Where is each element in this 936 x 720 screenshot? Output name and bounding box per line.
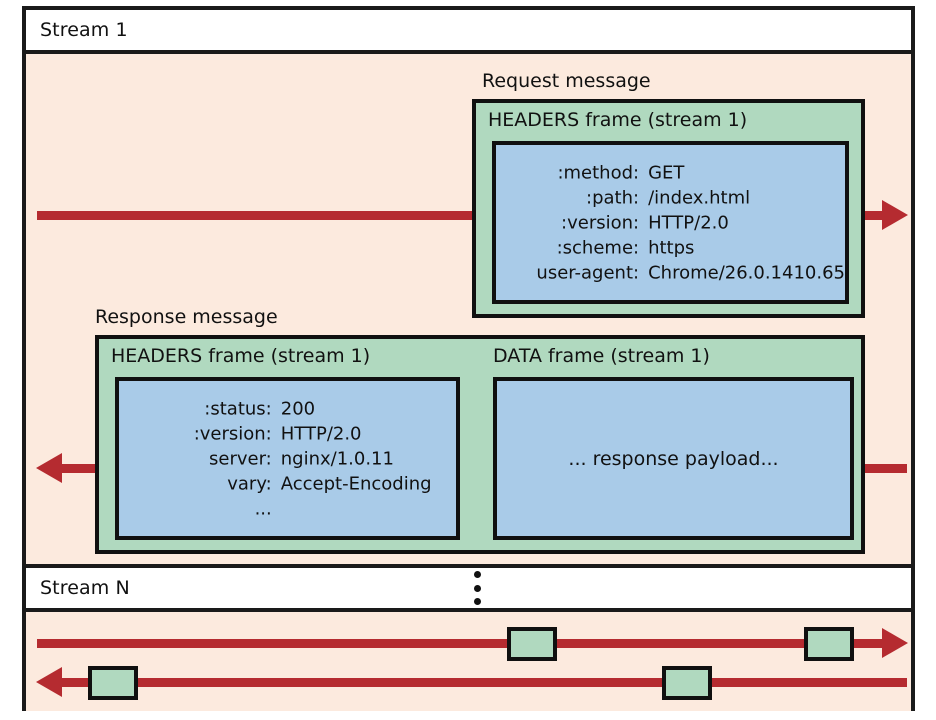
response-flow-arrowhead-icon: [36, 453, 62, 483]
response-data-frame-title: DATA frame (stream 1): [493, 345, 710, 367]
request-headers-table: :method: GET :path: /index.html :version…: [496, 160, 845, 285]
request-message-label: Request message: [482, 70, 651, 92]
header-value: HTTP/2.0: [648, 211, 729, 233]
stream-n-label: Stream N: [40, 577, 130, 599]
header-value: Accept-Encoding: [280, 473, 432, 495]
stream-1-label: Stream 1: [40, 19, 128, 41]
header-value: 200: [280, 397, 316, 419]
header-key: :path:: [586, 186, 640, 208]
stream-1-label-band: Stream 1: [26, 10, 911, 54]
header-value: /index.html: [648, 186, 751, 208]
table-row: :method: GET: [496, 160, 845, 185]
stream-n-content-band: [26, 612, 911, 711]
header-value: HTTP/2.0: [280, 422, 362, 444]
header-key: :scheme:: [556, 237, 640, 259]
table-row: ...: [119, 496, 456, 521]
response-headers-frame-title: HEADERS frame (stream 1): [111, 345, 371, 367]
stream-n-frame-chip-inbound-2: [662, 666, 712, 700]
table-row: :version: HTTP/2.0: [119, 421, 456, 446]
stream-n-outbound-arrowhead-icon: [882, 628, 908, 658]
request-flow-arrowhead-icon: [882, 200, 908, 230]
header-value: GET: [648, 161, 685, 183]
table-row: :status: 200: [119, 396, 456, 421]
table-row: server: nginx/1.0.11: [119, 446, 456, 471]
diagram-outer-frame: Stream 1 Request message HEADERS frame (…: [22, 6, 915, 711]
stream-n-inbound-arrowhead-icon: [36, 667, 62, 697]
stream-n-frame-chip-outbound-2: [804, 627, 854, 661]
vertical-ellipsis-icon: [474, 571, 481, 605]
request-headers-frame-title: HEADERS frame (stream 1): [488, 109, 748, 131]
stream-n-inbound-line: [62, 678, 907, 687]
table-row: :version: HTTP/2.0: [496, 210, 845, 235]
request-headers-table-body: :method: GET :path: /index.html :version…: [496, 160, 845, 285]
request-headers-frame: HEADERS frame (stream 1) :method: GET :p…: [472, 99, 865, 318]
header-key: :status:: [204, 397, 272, 419]
stream-n-frame-chip-inbound-1: [88, 666, 138, 700]
stream-n-frame-chip-outbound-1: [507, 627, 557, 661]
header-key: ...: [254, 498, 272, 520]
response-headers-payload-box: :status: 200 :version: HTTP/2.0 server: …: [115, 377, 460, 540]
header-value: [281, 496, 456, 521]
stream-n-outbound-line: [37, 639, 892, 648]
response-headers-table: :status: 200 :version: HTTP/2.0 server: …: [119, 396, 456, 521]
table-row: :scheme: https: [496, 235, 845, 260]
response-data-payload-box: ... response payload...: [493, 377, 854, 540]
header-key: :version:: [193, 422, 272, 444]
response-headers-table-body: :status: 200 :version: HTTP/2.0 server: …: [119, 396, 456, 521]
header-key: :method:: [557, 161, 640, 183]
header-value: Chrome/26.0.1410.65: [648, 262, 845, 284]
header-key: server:: [209, 447, 272, 469]
header-key: vary:: [227, 473, 272, 495]
table-row: vary: Accept-Encoding: [119, 471, 456, 496]
header-value: nginx/1.0.11: [280, 447, 394, 469]
response-message-frame: HEADERS frame (stream 1) :status: 200 :v…: [95, 335, 865, 554]
table-row: :path: /index.html: [496, 185, 845, 210]
request-flow-line: [37, 211, 892, 220]
response-payload-text: ... response payload...: [568, 447, 779, 470]
response-message-label: Response message: [95, 306, 278, 328]
header-key: :version:: [561, 211, 640, 233]
stream-n-label-band: Stream N: [26, 564, 911, 612]
request-headers-payload-box: :method: GET :path: /index.html :version…: [492, 141, 849, 304]
table-row: user-agent: Chrome/26.0.1410.65: [496, 260, 845, 285]
stream-1-content-band: Request message HEADERS frame (stream 1)…: [26, 54, 911, 564]
header-key: user-agent:: [536, 262, 640, 284]
header-value: https: [648, 237, 695, 259]
